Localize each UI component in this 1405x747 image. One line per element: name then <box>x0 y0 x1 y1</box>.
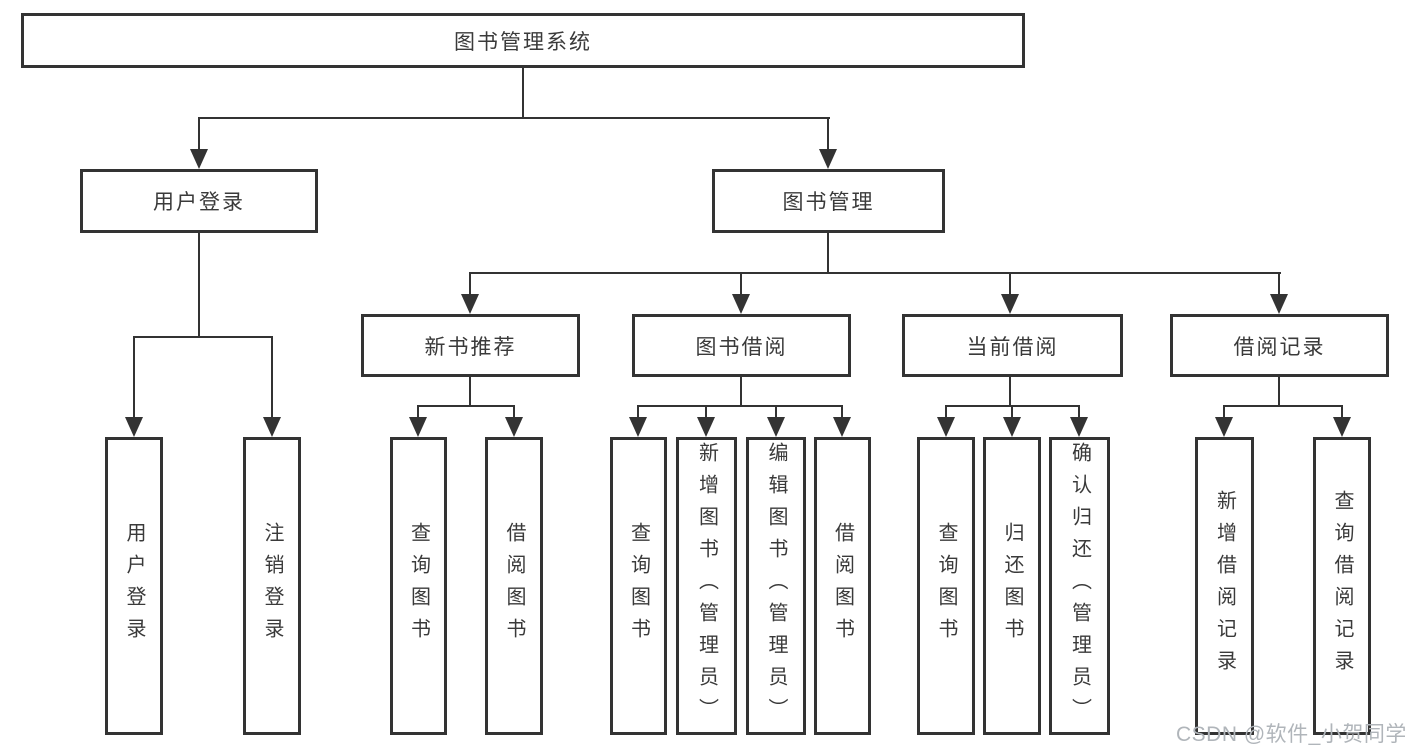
node-library-management-system: 图书管理系统 <box>21 13 1025 68</box>
leaf-cb-return-books: 归还图书 <box>983 437 1041 735</box>
leaf-br-add-record-label: 新增借阅记录 <box>1213 490 1236 682</box>
leaf-bb-borrow-books: 借阅图书 <box>814 437 871 735</box>
connector-arrow-new-book <box>461 272 479 314</box>
leaf-bb-add-books-admin: 新增图书（管理员） <box>676 437 737 735</box>
leaf-bb-query-books-label: 查询图书 <box>627 522 650 650</box>
leaf-br-add-record: 新增借阅记录 <box>1195 437 1254 735</box>
leaf-bb-edit-books-admin: 编辑图书（管理员） <box>746 437 806 735</box>
connector-arrow-user-login <box>190 117 208 169</box>
leaf-bb-borrow-books-label: 借阅图书 <box>831 522 854 650</box>
node-new-book-recommend: 新书推荐 <box>361 314 580 377</box>
csdn-watermark: CSDN @软件_小贺同学 <box>1176 723 1405 746</box>
connector-arrow-bb-edit <box>767 405 785 437</box>
connector-arrow-leaf-login <box>125 336 143 437</box>
connector-arrow-book-borrow <box>732 272 750 314</box>
leaf-cb-return-books-label: 归还图书 <box>1001 522 1023 650</box>
leaf-logout-login-label: 注销登录 <box>261 522 283 650</box>
connector-root-stem <box>522 68 524 118</box>
node-borrowing-records: 借阅记录 <box>1170 314 1389 377</box>
connector-arrow-book-management <box>819 117 837 169</box>
connector-arrow-br-add <box>1215 405 1233 437</box>
connector-arrow-leaf-logout <box>263 336 281 437</box>
connector-user-login-stem <box>198 233 200 338</box>
leaf-nb-query-books: 查询图书 <box>390 437 447 735</box>
connector-arrow-bb-query <box>629 405 647 437</box>
connector-user-login-bar <box>133 336 273 338</box>
leaf-bb-edit-books-admin-label: 编辑图书（管理员） <box>765 442 787 730</box>
connector-arrow-br-query <box>1333 405 1351 437</box>
connector-new-book-bar <box>417 405 515 407</box>
leaf-cb-query-books-label: 查询图书 <box>935 522 957 650</box>
leaf-br-query-record: 查询借阅记录 <box>1313 437 1371 735</box>
leaf-user-login: 用户登录 <box>105 437 163 735</box>
connector-level2-bar <box>469 272 1281 274</box>
connector-book-borrow-stem <box>740 377 742 407</box>
leaf-nb-query-books-label: 查询图书 <box>407 522 430 650</box>
connector-new-book-stem <box>469 377 471 407</box>
leaf-bb-add-books-admin-label: 新增图书（管理员） <box>695 442 718 730</box>
leaf-user-login-label: 用户登录 <box>123 522 145 650</box>
leaf-nb-borrow-books: 借阅图书 <box>485 437 543 735</box>
connector-arrow-bb-add <box>697 405 715 437</box>
connector-arrow-cb-query <box>937 405 955 437</box>
leaf-cb-query-books: 查询图书 <box>917 437 975 735</box>
connector-book-management-stem <box>827 233 829 274</box>
connector-arrow-cb-confirm <box>1070 405 1088 437</box>
connector-arrow-bb-borrow <box>833 405 851 437</box>
connector-arrow-current-borrow <box>1001 272 1019 314</box>
leaf-br-query-record-label: 查询借阅记录 <box>1331 490 1353 682</box>
connector-book-borrow-bar <box>637 405 843 407</box>
connector-borrow-record-bar <box>1223 405 1343 407</box>
leaf-cb-confirm-return-admin-label: 确认归还（管理员） <box>1068 442 1091 730</box>
node-book-management: 图书管理 <box>712 169 945 233</box>
node-user-login: 用户登录 <box>80 169 318 233</box>
leaf-logout-login: 注销登录 <box>243 437 301 735</box>
node-book-borrowing: 图书借阅 <box>632 314 851 377</box>
node-current-borrowing: 当前借阅 <box>902 314 1123 377</box>
connector-borrow-record-stem <box>1278 377 1280 407</box>
leaf-bb-query-books: 查询图书 <box>610 437 667 735</box>
leaf-nb-borrow-books-label: 借阅图书 <box>503 522 525 650</box>
connector-arrow-nb-borrow <box>505 405 523 437</box>
connector-arrow-borrow-record <box>1270 272 1288 314</box>
connector-level1-bar <box>198 117 830 119</box>
connector-current-borrow-stem <box>1009 377 1011 407</box>
connector-arrow-nb-query <box>409 405 427 437</box>
leaf-cb-confirm-return-admin: 确认归还（管理员） <box>1049 437 1110 735</box>
connector-arrow-cb-return <box>1003 405 1021 437</box>
